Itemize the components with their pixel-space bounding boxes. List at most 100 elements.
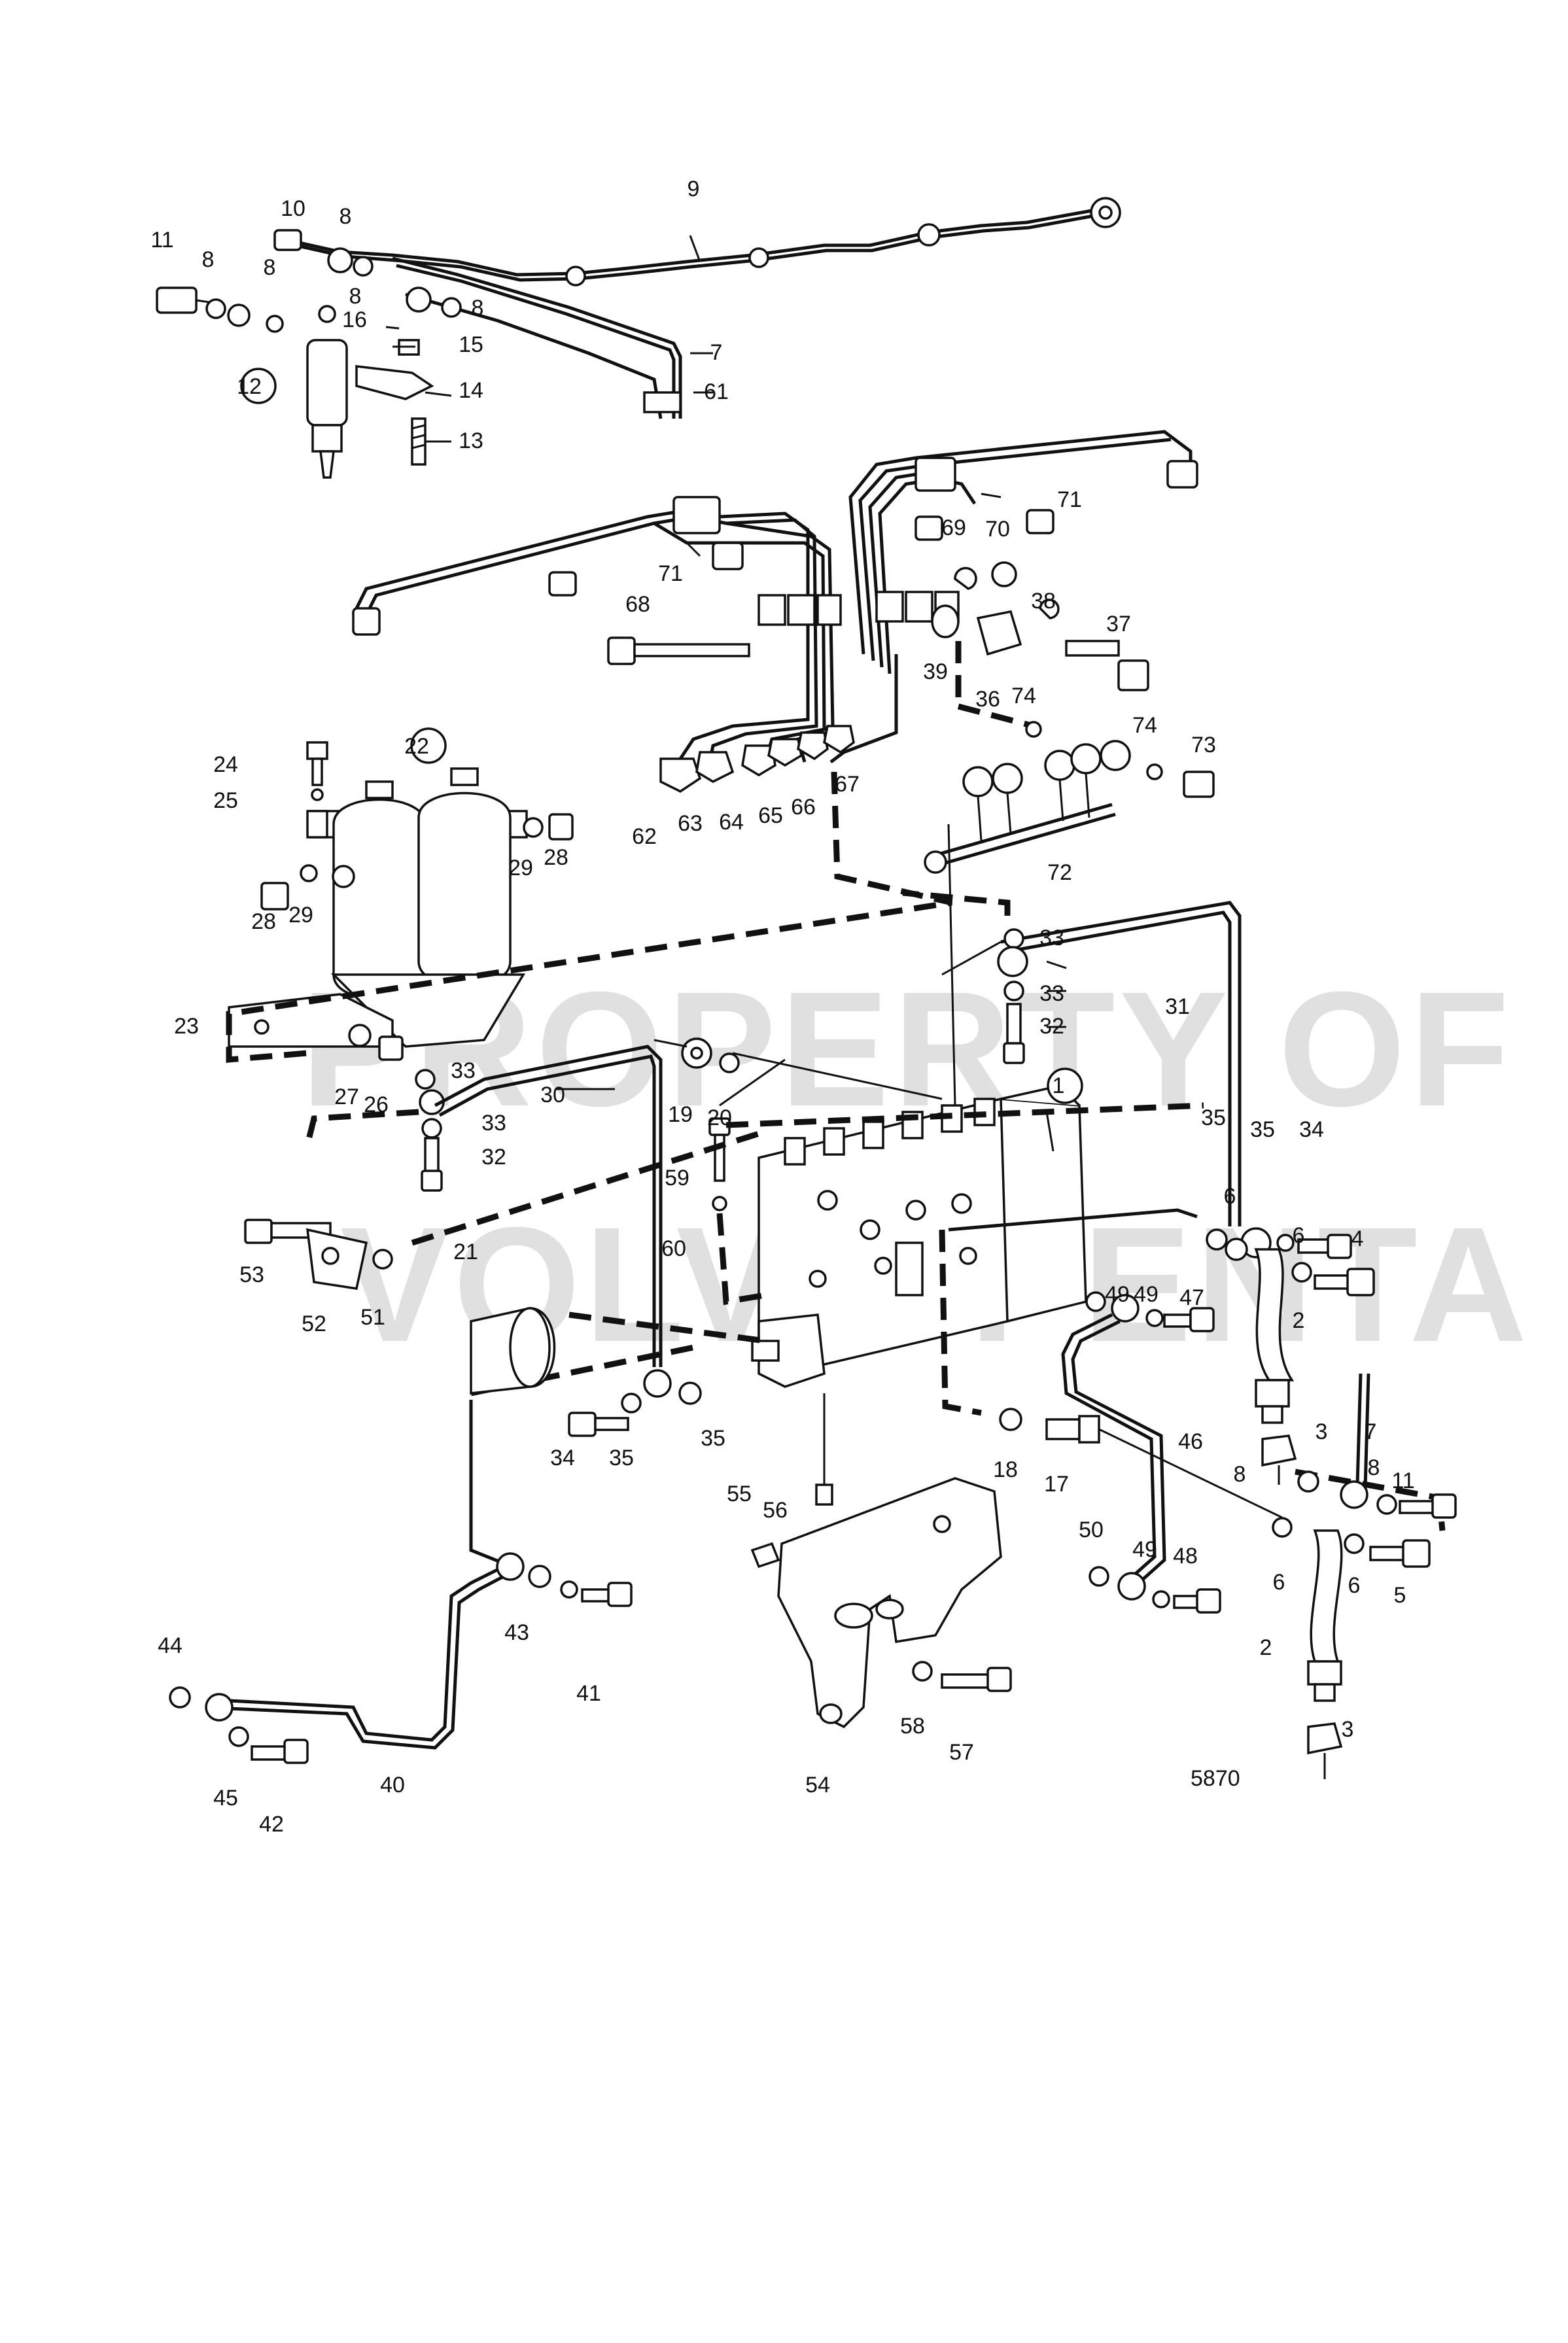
callout-44: 44 <box>158 1633 183 1658</box>
callout-11b: 11 <box>1391 1468 1414 1493</box>
callout-58: 58 <box>900 1714 925 1739</box>
callout-39: 39 <box>923 659 948 684</box>
callout-35b: 35 <box>1250 1117 1275 1142</box>
callout-21: 21 <box>453 1240 478 1264</box>
callout-31: 31 <box>1165 994 1190 1019</box>
callout-49c: 49 <box>1132 1537 1157 1562</box>
callout-30: 30 <box>540 1083 565 1107</box>
callout-28a: 28 <box>544 845 568 870</box>
callout-5: 5 <box>1394 1583 1406 1608</box>
drawing-number: 5870 <box>1191 1766 1240 1791</box>
callout-23: 23 <box>174 1014 199 1039</box>
callout-13: 13 <box>459 428 483 453</box>
callout-36: 36 <box>975 687 1000 712</box>
callout-61: 61 <box>704 379 729 404</box>
fuel-pipe-30 <box>434 1045 702 1437</box>
callout-52: 52 <box>302 1311 326 1336</box>
callout-14: 14 <box>459 378 483 403</box>
callout-6b: 6 <box>1293 1223 1305 1248</box>
callout-71b: 71 <box>658 561 683 586</box>
callout-48: 48 <box>1173 1544 1198 1569</box>
callout-8a: 8 <box>340 204 352 229</box>
callout-25: 25 <box>213 788 238 813</box>
pump-bracket <box>750 1393 1012 1729</box>
callout-2a: 2 <box>1293 1308 1305 1333</box>
injector-assembly <box>156 286 434 479</box>
callout-7b: 7 <box>1365 1419 1377 1444</box>
injection-pipe-bundle <box>351 430 1215 874</box>
callout-68: 68 <box>625 592 650 617</box>
callout-70: 70 <box>985 517 1010 542</box>
callout-9: 9 <box>688 177 700 201</box>
callout-34a: 34 <box>1299 1117 1324 1142</box>
callout-22: 22 <box>404 734 429 759</box>
fuel-filter-assembly <box>228 741 574 1192</box>
callout-41: 41 <box>576 1681 601 1706</box>
callout-1: 1 <box>1053 1073 1065 1098</box>
callout-46: 46 <box>1178 1429 1203 1454</box>
callout-15: 15 <box>459 332 483 357</box>
callout-53: 53 <box>239 1262 264 1287</box>
callout-59: 59 <box>665 1166 689 1190</box>
callout-32b: 32 <box>481 1145 506 1170</box>
callout-65: 65 <box>758 803 783 828</box>
callout-7a: 7 <box>710 340 723 365</box>
callout-4: 4 <box>1351 1226 1364 1251</box>
callout-18: 18 <box>993 1457 1018 1482</box>
callout-55: 55 <box>727 1482 752 1506</box>
callout-8b: 8 <box>202 247 215 272</box>
injection-pump <box>681 824 1087 1388</box>
fuel-hose-lower <box>1272 1517 1431 1779</box>
callout-8e: 8 <box>472 296 484 321</box>
bracket-52 <box>244 1219 393 1290</box>
callout-28b: 28 <box>251 909 276 934</box>
callout-34b: 34 <box>550 1446 575 1470</box>
callout-74a: 74 <box>1011 684 1036 708</box>
fuel-pipe-46 <box>1061 1291 1221 1614</box>
injection-pipe-top <box>273 197 1121 419</box>
callout-73: 73 <box>1191 733 1216 757</box>
callout-45: 45 <box>213 1786 238 1811</box>
callout-64: 64 <box>719 810 744 835</box>
callout-29a: 29 <box>508 856 533 880</box>
callout-33d: 33 <box>481 1111 506 1136</box>
callout-35c: 35 <box>609 1446 634 1470</box>
callout-33a: 33 <box>1039 926 1064 950</box>
callout-8c: 8 <box>264 255 276 280</box>
callout-16: 16 <box>342 307 367 332</box>
callout-66: 66 <box>791 795 816 820</box>
callout-40: 40 <box>380 1773 405 1797</box>
callout-26: 26 <box>364 1092 389 1117</box>
callout-10: 10 <box>281 196 305 221</box>
callout-11a: 11 <box>150 228 173 252</box>
callout-6d: 6 <box>1348 1573 1361 1598</box>
callout-29b: 29 <box>288 903 313 928</box>
leader-lines <box>385 235 1067 1107</box>
callout-67: 67 <box>835 772 860 797</box>
callout-54: 54 <box>805 1773 830 1797</box>
callout-19: 19 <box>668 1102 693 1127</box>
callout-72: 72 <box>1047 860 1072 885</box>
callout-3b: 3 <box>1342 1717 1354 1742</box>
callout-6c: 6 <box>1273 1570 1285 1595</box>
callout-69: 69 <box>941 515 966 540</box>
callout-38: 38 <box>1031 589 1056 614</box>
callout-32a: 32 <box>1039 1014 1064 1039</box>
callout-74b: 74 <box>1132 713 1157 738</box>
callout-57: 57 <box>949 1740 974 1765</box>
callout-20: 20 <box>707 1105 732 1130</box>
callout-47: 47 <box>1179 1285 1204 1310</box>
callout-60: 60 <box>661 1236 686 1261</box>
callout-63: 63 <box>678 811 703 836</box>
callout-37: 37 <box>1106 612 1131 636</box>
callout-24: 24 <box>213 752 238 777</box>
callout-8d: 8 <box>349 284 362 309</box>
callout-12: 12 <box>237 374 262 399</box>
callout-49a: 49 <box>1105 1282 1130 1307</box>
fuel-pipe-40 <box>169 1400 633 1764</box>
callout-3a: 3 <box>1315 1419 1328 1444</box>
callout-35a: 35 <box>1201 1105 1226 1130</box>
return-pipe-31 <box>997 901 1352 1259</box>
